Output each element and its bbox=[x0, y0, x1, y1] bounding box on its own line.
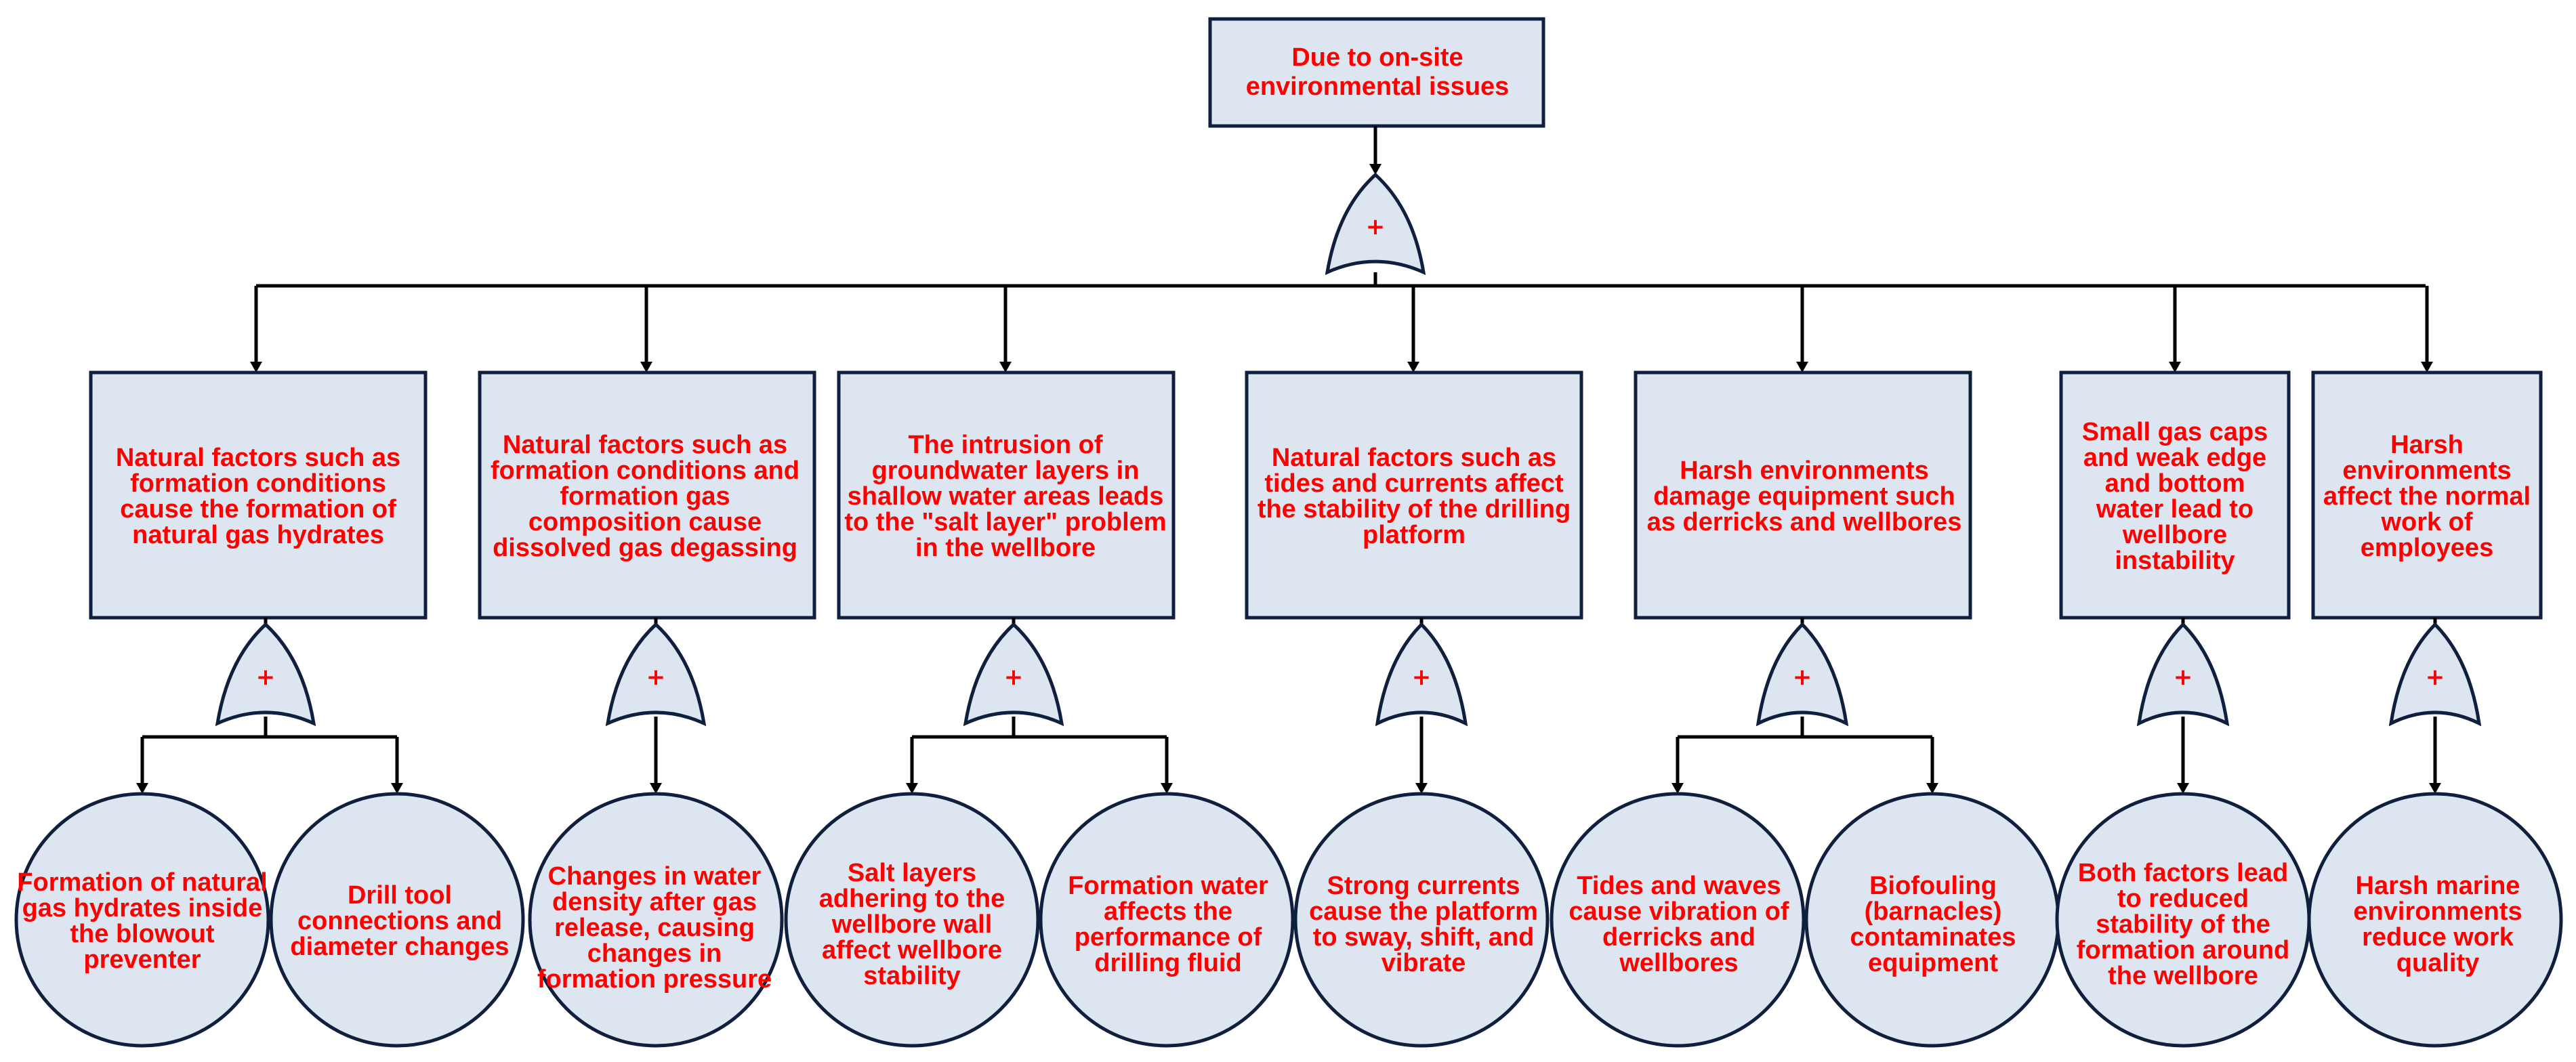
basic-event-circle-6 bbox=[1293, 792, 1550, 1048]
or-gate-5-symbol: + bbox=[1792, 664, 1812, 692]
intermediate-event-box-4 bbox=[1245, 370, 1583, 620]
intermediate-event-box-1 bbox=[89, 370, 428, 620]
basic-event-circle-1 bbox=[14, 792, 270, 1048]
top-event-box bbox=[1208, 17, 1545, 128]
intermediate-event-box-7 bbox=[2311, 370, 2543, 620]
basic-event-circle-10 bbox=[2307, 792, 2563, 1048]
branch-arrow-6-head bbox=[2169, 362, 2181, 373]
leaf-arrow-1-head bbox=[136, 783, 148, 794]
basic-event-label-4: Salt layers adhering to the wellbore wal… bbox=[818, 859, 1005, 990]
intermediate-event-box-5 bbox=[1634, 370, 1972, 620]
or-gate-2 bbox=[605, 622, 707, 727]
branch-arrow-7-head bbox=[2421, 362, 2433, 373]
basic-event-label-7: Tides and waves cause vibration of derri… bbox=[1569, 872, 1789, 977]
leaf-arrow-8-head bbox=[1926, 783, 1938, 794]
branch-arrow-4-head bbox=[1407, 362, 1419, 373]
or-gate-3-symbol: + bbox=[1003, 664, 1024, 692]
branch-arrow-2-head bbox=[640, 362, 652, 373]
intermediate-event-label-5: Harsh environments damage equipment such… bbox=[1646, 456, 1962, 536]
or-gate-6-symbol: + bbox=[2173, 664, 2193, 692]
or-gate-7-symbol: + bbox=[2425, 664, 2445, 692]
basic-event-label-1: Formation of natural gas hydrates inside… bbox=[17, 868, 268, 974]
basic-event-label-8: Biofouling (barnacles) contaminates equi… bbox=[1850, 872, 2016, 977]
top-or-gate-symbol: + bbox=[1365, 213, 1386, 241]
basic-event-circle-2 bbox=[269, 792, 525, 1048]
or-gate-4 bbox=[1375, 622, 1468, 727]
or-gate-5 bbox=[1756, 622, 1849, 727]
basic-event-circle-4 bbox=[784, 792, 1040, 1048]
branch-arrow-5-head bbox=[1796, 362, 1808, 373]
leaf-arrow-5-head bbox=[1161, 783, 1173, 794]
or-gate-1 bbox=[215, 622, 316, 727]
intermediate-event-box-6 bbox=[2059, 370, 2291, 620]
or-gate-6 bbox=[2136, 622, 2230, 727]
leaf-arrow-2-head bbox=[391, 783, 403, 794]
basic-event-label-9: Both factors lead to reduced stability o… bbox=[2076, 859, 2290, 990]
intermediate-event-box-3 bbox=[837, 370, 1176, 620]
basic-event-label-2: Drill tool connections and diameter chan… bbox=[290, 881, 510, 961]
leaf-arrow-10-head bbox=[2429, 783, 2441, 794]
or-gate-4-symbol: + bbox=[1411, 664, 1432, 692]
branch-arrow-1-head bbox=[250, 362, 262, 373]
basic-event-circle-7 bbox=[1550, 792, 1806, 1048]
leaf-arrow-4-head bbox=[906, 783, 918, 794]
leaf-arrow-7-head bbox=[1671, 783, 1684, 794]
basic-event-circle-3 bbox=[528, 792, 784, 1048]
intermediate-event-label-6: Small gas caps and weak edge and bottom … bbox=[2081, 418, 2268, 575]
branch-arrow-3-head bbox=[999, 362, 1012, 373]
basic-event-label-10: Harsh marine environments reduce work qu… bbox=[2353, 872, 2522, 977]
top-or-gate bbox=[1325, 172, 1426, 276]
basic-event-label-6: Strong currents cause the platform to sw… bbox=[1309, 872, 1538, 977]
basic-event-label-3: Changes in water density after gas relea… bbox=[537, 862, 772, 994]
basic-event-circle-5 bbox=[1039, 792, 1295, 1048]
intermediate-event-label-1: Natural factors such as formation condit… bbox=[115, 444, 401, 549]
or-gate-7 bbox=[2388, 622, 2482, 727]
intermediate-event-label-7: Harsh environments affect the normal wor… bbox=[2323, 431, 2531, 562]
intermediate-event-box-2 bbox=[478, 370, 816, 620]
leaf-arrow-6-head bbox=[1415, 783, 1428, 794]
leaf-arrow-3-head bbox=[650, 783, 662, 794]
top-event-label: Due to on-site environmental issues bbox=[1245, 43, 1510, 101]
basic-event-label-5: Formation water affects the performance … bbox=[1068, 872, 1268, 977]
leaf-arrow-9-head bbox=[2177, 783, 2189, 794]
or-gate-3 bbox=[963, 622, 1064, 727]
top-connector-head bbox=[1369, 164, 1382, 175]
intermediate-event-label-4: Natural factors such as tides and curren… bbox=[1257, 444, 1571, 549]
or-gate-2-symbol: + bbox=[646, 664, 666, 692]
intermediate-event-label-2: Natural factors such as formation condit… bbox=[491, 431, 799, 562]
or-gate-1-symbol: + bbox=[255, 664, 276, 692]
intermediate-event-label-3: The intrusion of groundwater layers in s… bbox=[844, 431, 1167, 562]
